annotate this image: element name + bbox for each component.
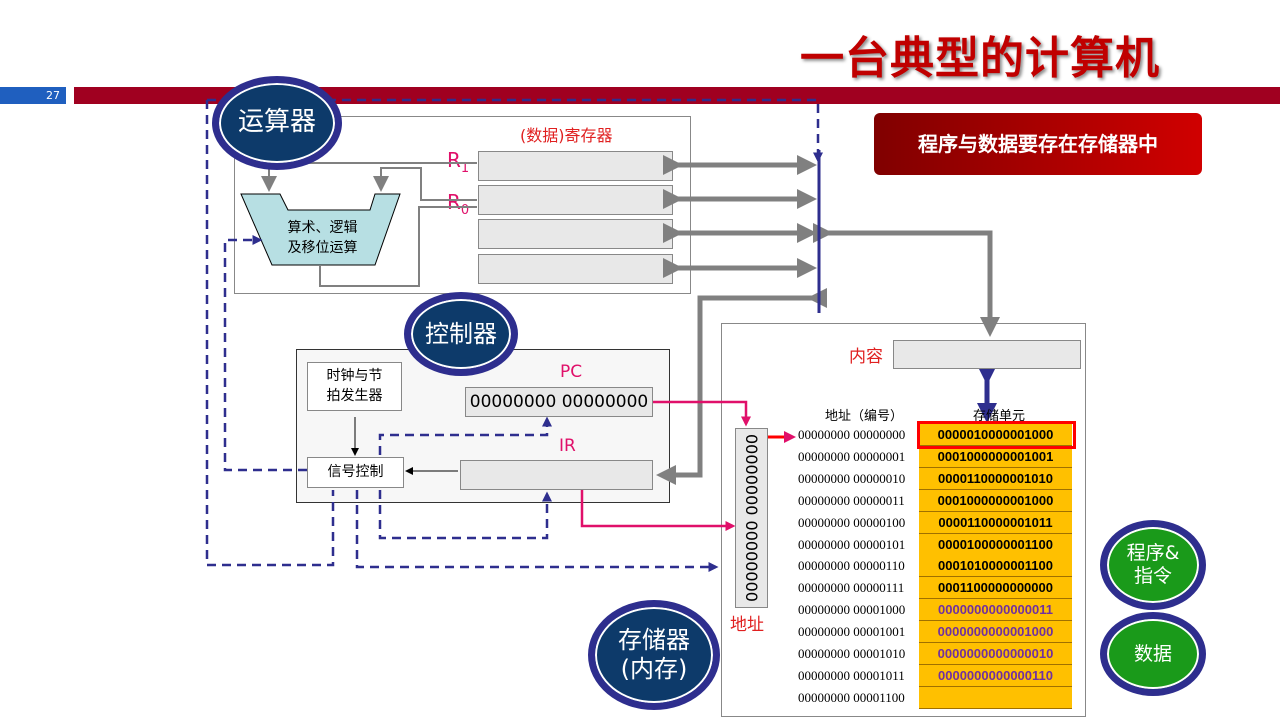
register-r1 [478,151,673,181]
memory-cell: 0001100000000000 [919,577,1072,600]
cell-highlight [917,421,1076,449]
address-row: 00000000 00000100 [798,514,906,530]
content-label: 内容 [849,347,883,367]
address-row: 00000000 00000111 [798,580,905,596]
alu-badge: 运算器 [212,76,342,170]
slide-title: 一台典型的计算机 [800,33,1160,84]
address-row: 00000000 00000010 [798,470,906,486]
address-row: 00000000 00001001 [798,624,906,640]
memory-cell: 0000110000001010 [919,467,1072,490]
memory-cell: 0001010000001100 [919,555,1072,578]
memory-cell: 0000000000001000 [919,621,1072,644]
control-badge: 控制器 [404,292,518,376]
alu-unit-shape [240,193,401,266]
memory-badge: 存储器(内存) [588,600,720,710]
callout-banner: 程序与数据要存在存储器中 [874,113,1202,175]
address-row: 00000000 00001000 [798,602,906,618]
memory-cell: 0001000000001001 [919,445,1072,468]
memory-cell: 0000110000001011 [919,511,1072,534]
register-4 [478,254,673,284]
address-row: 00000000 00001100 [798,689,905,705]
memory-cell: 0001000000001000 [919,489,1072,512]
memory-address-register: 00000000 00000000 [735,428,768,608]
page-number-bar: 27 [0,87,66,104]
cell-header: 存储单元 [973,409,1026,424]
address-row: 00000000 00000001 [798,448,906,464]
address-row: 00000000 00000110 [798,558,905,574]
address-label: 地址 [730,615,764,635]
address-row: 00000000 00001011 [798,667,905,683]
address-row: 00000000 00000011 [798,492,905,508]
memory-cell [919,686,1072,709]
alu-unit-label: 算术、逻辑及移位运算 [287,220,358,256]
memory-cell: 0000000000000010 [919,643,1072,665]
page-number: 27 [46,89,60,102]
signal-control: 信号控制 [307,457,404,488]
pc-label: PC [560,362,583,382]
data-badge: 数据 [1100,612,1206,696]
address-row: 00000000 00000101 [798,536,906,552]
r1-label: R1 [447,148,470,176]
memory-data-register [893,340,1081,369]
callout-text: 程序与数据要存在存储器中 [918,132,1158,156]
memory-cell: 0000100000001100 [919,533,1072,556]
register-r0 [478,185,673,215]
program-counter: 00000000 00000000 [465,387,653,417]
registers-label: (数据)寄存器 [520,126,613,145]
clock-generator: 时钟与节拍发生器 [307,362,402,411]
address-row: 00000000 00001010 [798,646,906,661]
address-row: 00000000 00000000 [798,427,906,442]
address-header: 地址（编号） [825,409,904,424]
register-3 [478,219,673,249]
ir-label: IR [559,436,576,456]
program-badge: 程序&指令 [1100,520,1206,610]
memory-cell: 0000000000000110 [919,664,1072,687]
instruction-register [460,460,653,490]
memory-cell: 0000000000000011 [919,599,1072,622]
memory-cell: 0000010000001000 [919,424,1072,446]
